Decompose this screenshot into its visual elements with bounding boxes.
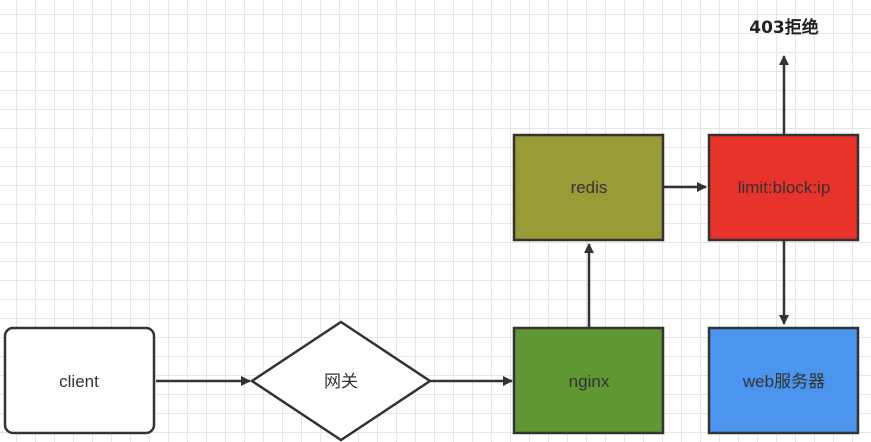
gateway-label: 网关	[324, 372, 358, 391]
limit-block-ip-label: limit:block:ip	[738, 178, 831, 197]
web-server-node[interactable]: web服务器	[707, 326, 860, 435]
client-node[interactable]: client	[3, 326, 156, 435]
nginx-node[interactable]: nginx	[512, 326, 665, 435]
nginx-label: nginx	[569, 372, 610, 391]
reject-403-label: 403拒绝	[749, 17, 819, 38]
redis-node[interactable]: redis	[512, 133, 665, 242]
web-server-label: web服务器	[742, 372, 825, 391]
redis-label: redis	[571, 178, 608, 197]
limit-block-ip-node[interactable]: limit:block:ip	[707, 133, 860, 242]
client-label: client	[59, 372, 99, 391]
gateway-node[interactable]: 网关	[249, 320, 433, 442]
